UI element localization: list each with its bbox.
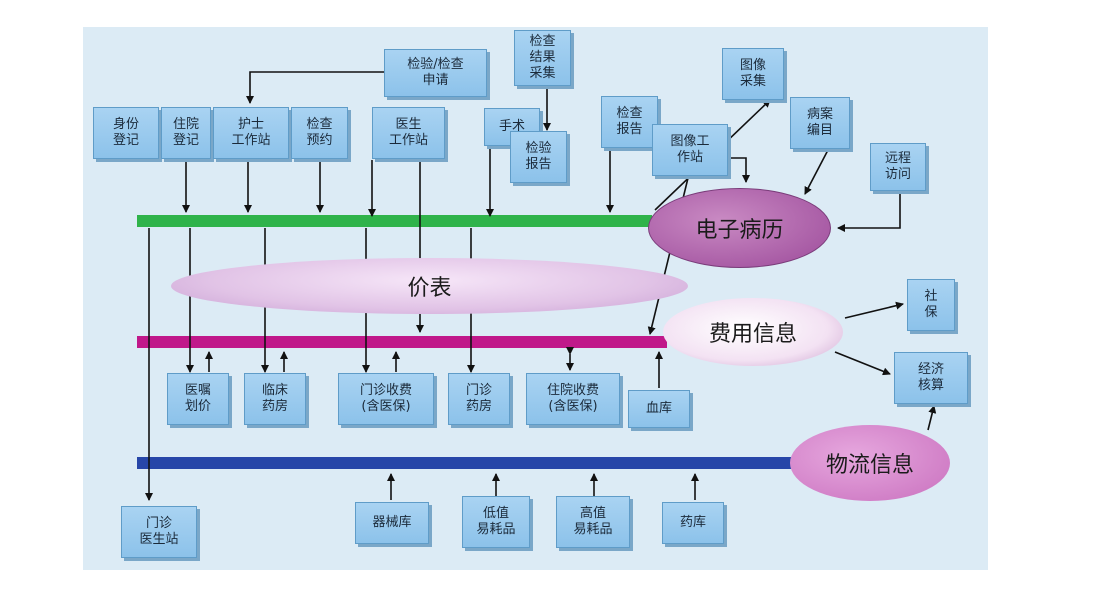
box-case-numbering: 病案 编目 <box>790 97 850 149</box>
box-blood-bank: 血库 <box>628 390 690 428</box>
box-inpatient-register: 住院 登记 <box>161 107 211 159</box>
emr-label: 电子病历 <box>695 218 784 243</box>
green-bus <box>137 215 652 227</box>
box-lab-report: 检验 报告 <box>510 131 567 183</box>
emr-ellipse: 电子病历 <box>648 188 831 268</box>
box-high-value-consumables: 高值 易耗品 <box>556 496 630 548</box>
box-doctor-station: 医生 工作站 <box>372 107 445 159</box>
logistics-info-ellipse: 物流信息 <box>790 425 950 501</box>
price-list-ellipse: 价表 <box>171 258 688 314</box>
arrow-remote-to-emr <box>837 192 901 232</box>
box-low-value-consumables: 低值 易耗品 <box>462 496 530 548</box>
box-order-pricing: 医嘱 划价 <box>167 373 229 425</box>
box-economic-accounting: 经济 核算 <box>894 352 968 404</box>
box-lab-exam-request: 检验/检查 申请 <box>384 49 487 97</box>
box-equipment-store: 器械库 <box>355 502 429 544</box>
box-result-collection: 检查 结果 采集 <box>514 30 571 86</box>
magenta-bus <box>137 336 667 348</box>
logistics-info-label: 物流信息 <box>825 453 914 478</box>
box-exam-appointment: 检查 预约 <box>291 107 348 159</box>
box-outpatient-billing: 门诊收费 (含医保) <box>338 373 434 425</box>
arrow-logistics-to-accounting <box>927 405 937 431</box>
box-inpatient-billing: 住院收费 (含医保) <box>526 373 620 425</box>
box-outpatient-pharmacy: 门诊 药房 <box>448 373 510 425</box>
box-nurse-station: 护士 工作站 <box>213 107 289 159</box>
box-image-station: 图像工 作站 <box>652 124 728 176</box>
box-clinical-pharmacy: 临床 药房 <box>244 373 306 425</box>
blue-bus <box>137 457 794 469</box>
fee-info-ellipse: 费用信息 <box>663 298 843 366</box>
fee-info-label: 费用信息 <box>708 322 797 347</box>
arrow-station-to-emr <box>730 157 750 183</box>
box-image-collection: 图像 采集 <box>722 48 784 100</box>
box-drug-store: 药库 <box>662 502 724 544</box>
box-social-insurance: 社 保 <box>907 279 955 331</box>
box-outpatient-doctor-station: 门诊 医生站 <box>121 506 197 558</box>
box-exam-report: 检查 报告 <box>601 96 658 148</box>
arrow-fee-to-social <box>844 301 904 319</box>
price-list-label: 价表 <box>407 276 452 301</box>
arrow-case-to-emr <box>804 149 829 195</box>
arrow-fee-to-accounting <box>834 351 891 376</box>
box-identity-register: 身份 登记 <box>93 107 159 159</box>
box-remote-access: 远程 访问 <box>870 143 926 191</box>
arrow-request-to-nurse <box>246 71 384 104</box>
